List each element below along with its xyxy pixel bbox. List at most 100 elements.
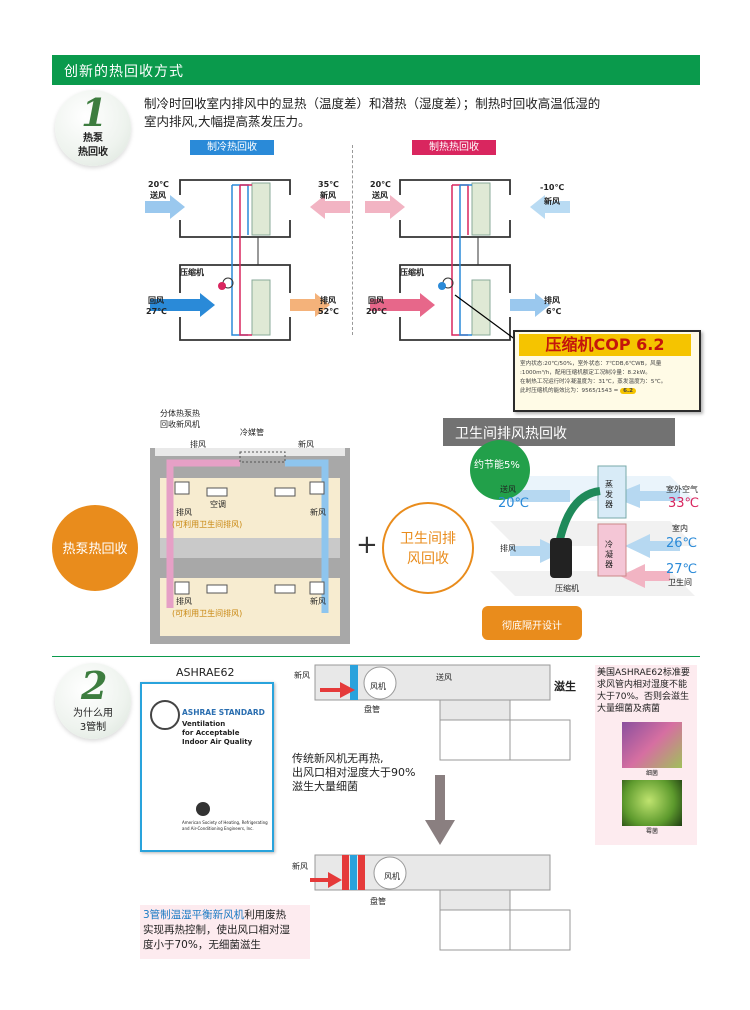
cooling-compressor: 压缩机 (180, 268, 204, 277)
cooling-return-temp: 27℃ (146, 307, 167, 316)
bathroom-isolation: 彻底隔开设计 (502, 621, 562, 632)
heating-exhaust-label: 排风 (544, 296, 560, 305)
cooling-exhaust-label: 排风 (320, 296, 336, 305)
top-duct-fresh: 新风 (294, 671, 310, 680)
cop-line-1: 室内状态:20℃/50%，室外状态：7℃DB,6℃WB，风量 (520, 361, 662, 367)
building-unit-label-1: 分体热泵热 (160, 409, 200, 418)
building-fresh-top: 新风 (298, 440, 314, 449)
ashrae-society-1: American Society of Heating, Refrigerati… (182, 820, 268, 825)
bathroom-exhaust-label: 排风 (500, 544, 516, 553)
right-note-4: 大量细菌及病菌 (597, 704, 661, 714)
section1-description: 制冷时回收室内排风中的显热（温度差）和潜热（湿度差）；制热时回收高温低湿的 室内… (144, 95, 704, 131)
bathroom-bath-temp: 27℃ (666, 562, 698, 577)
ashrae-cover: ASHRAE STANDARD Ventilation for Acceptab… (140, 682, 274, 852)
bathroom-supply-label: 送风 (500, 485, 516, 494)
cooling-return-label: 回风 (148, 296, 164, 305)
ashrae-seal-icon (196, 802, 210, 816)
section1-badge: 1 热泵 热回收 (55, 90, 131, 166)
cop-details: 室内状态:20℃/50%，室外状态：7℃DB,6℃WB，风量 :1000m³/h… (520, 360, 698, 396)
bathroom-supply-temp: 20℃ (498, 496, 530, 511)
heating-compressor: 压缩机 (400, 268, 424, 277)
bottom-note-3: 度小于70%，无细菌滋生 (143, 939, 261, 951)
bathroom-evaporator: 蒸发器 (605, 480, 613, 509)
bottom-note-highlight: 3管制温湿平衡新风机 (143, 909, 245, 921)
bathroom-saving-label: 约节能5% (474, 460, 520, 471)
heating-exhaust-temp: 6℃ (546, 307, 562, 316)
traditional-note-1: 传统新风机无再热, (292, 752, 384, 765)
cop-line-2: :1000m³/h，配用压缩机额定工况制冷量：8.2kW。 (520, 370, 651, 376)
cooling-fresh-label: 新风 (320, 191, 336, 200)
cop-line-4: 此时压缩机的能效比为：9565/1543 = 6.2 (520, 387, 698, 396)
top-duct-supply: 送风 (436, 673, 452, 682)
bathroom-circle-line-1: 卫生间排 (400, 531, 456, 547)
building-floor2-note: (可利用卫生间排风) (172, 609, 243, 618)
bathroom-outdoor-temp: 33℃ (668, 496, 700, 511)
ashrae-title-1: Ventilation (182, 720, 226, 728)
right-note-3: 大于70%。否则会滋生 (597, 692, 690, 702)
section-divider (52, 656, 700, 657)
bathroom-circle-line-2: 风回收 (407, 551, 449, 567)
section2-number: 2 (81, 663, 108, 708)
bathroom-panel-diagram (482, 465, 695, 640)
cop-line-4-prefix: 此时压缩机的能效比为：9565/1543 = (520, 388, 619, 394)
heating-fresh-label: 新风 (544, 197, 560, 206)
header-title: 创新的热回收方式 (64, 64, 184, 80)
bathroom-bath-label: 卫生间 (668, 578, 692, 587)
building-floor1-fresh: 新风 (310, 508, 326, 517)
building-diagram (150, 448, 350, 644)
cooling-supply-label: 送风 (150, 191, 166, 200)
building-floor2-fresh: 新风 (310, 597, 326, 606)
top-duct-fan: 风机 (370, 682, 386, 691)
bottom-duct-coil: 盘管 (370, 897, 386, 906)
bacteria-label: 细菌 (645, 770, 658, 777)
right-note-1: 美国ASHRAE62标准要 (597, 668, 690, 678)
bathroom-outdoor-label: 室外空气 (666, 485, 698, 494)
bathroom-compressor: 压缩机 (555, 584, 579, 593)
heating-return-temp: 20℃ (366, 307, 387, 316)
heating-fresh-temp: -10℃ (540, 183, 565, 192)
cooling-exhaust-temp: 52℃ (318, 307, 339, 316)
bathroom-condenser: 冷凝器 (605, 540, 613, 569)
ashrae-title-3: Indoor Air Quality (182, 738, 253, 746)
section1-desc-line-2: 室内排风,大幅提高蒸发压力。 (144, 114, 311, 129)
section1-tag-1: 热泵 (83, 133, 103, 144)
plus-sign: + (356, 530, 378, 560)
traditional-note-2: 出风口相对湿度大于90% (292, 766, 416, 779)
bathroom-panel-title-bar (443, 418, 675, 446)
bathroom-indoor-temp: 26℃ (666, 536, 698, 551)
right-note: 美国ASHRAE62标准要 求风管内相对湿度不能 大于70%。否则会滋生 大量细… (597, 667, 697, 715)
bottom-duct-diagram (310, 854, 571, 951)
cop-line-3: 在制热工况运行时冷凝温度为：31℃，蒸发温度为：5℃。 (520, 379, 667, 385)
section-header: 创新的热回收方式 (52, 55, 700, 85)
building-unit-label-2: 回收新风机 (160, 420, 200, 429)
ashrae-logo-icon (150, 700, 180, 730)
bottom-note-2: 实现再热控制，使出风口相对湿 (143, 924, 290, 936)
heating-title: 制热热回收 (412, 140, 496, 155)
bottom-note: 3管制温湿平衡新风机利用废热 实现再热控制，使出风口相对湿 度小于70%，无细菌… (143, 908, 311, 953)
mold-label: 霉菌 (645, 828, 658, 835)
building-ac-label: 空调 (210, 500, 226, 509)
traditional-note-3: 滋生大量细菌 (292, 780, 358, 793)
section2-badge: 2 为什么用 3管制 (55, 663, 131, 739)
ashrae-standard: ASHRAE STANDARD (182, 708, 265, 717)
section1-tag-2: 热回收 (78, 147, 108, 158)
bottom-duct-fresh: 新风 (292, 862, 308, 871)
ashrae-caption: ASHRAE62 (176, 666, 235, 679)
section1-number: 1 (81, 90, 108, 135)
heat-pump-circle (52, 505, 138, 591)
ashrae-society-2: and Air-Conditioning Engineers, Inc. (182, 826, 254, 831)
building-floor1-exhaust: 排风 (176, 508, 192, 517)
heating-return-label: 回风 (368, 296, 384, 305)
cop-box: 压缩机COP 6.2 室内状态:20℃/50%，室外状态：7℃DB,6℃WB，风… (513, 330, 701, 412)
cop-title: 压缩机COP 6.2 (519, 334, 691, 356)
traditional-note: 传统新风机无再热, 出风口相对湿度大于90% 滋生大量细菌 (292, 752, 415, 794)
top-duct-breed: 滋生 (554, 680, 576, 693)
top-duct-diagram (314, 664, 571, 761)
bottom-duct-fan: 风机 (384, 872, 400, 881)
bacteria-image (622, 722, 682, 768)
heating-diagram (365, 179, 570, 344)
bottom-note-box (140, 905, 310, 959)
heating-supply-temp: 20℃ (370, 180, 391, 189)
bathroom-panel-title: 卫生间排风热回收 (455, 426, 567, 442)
cooling-fresh-temp: 35℃ (318, 180, 339, 189)
